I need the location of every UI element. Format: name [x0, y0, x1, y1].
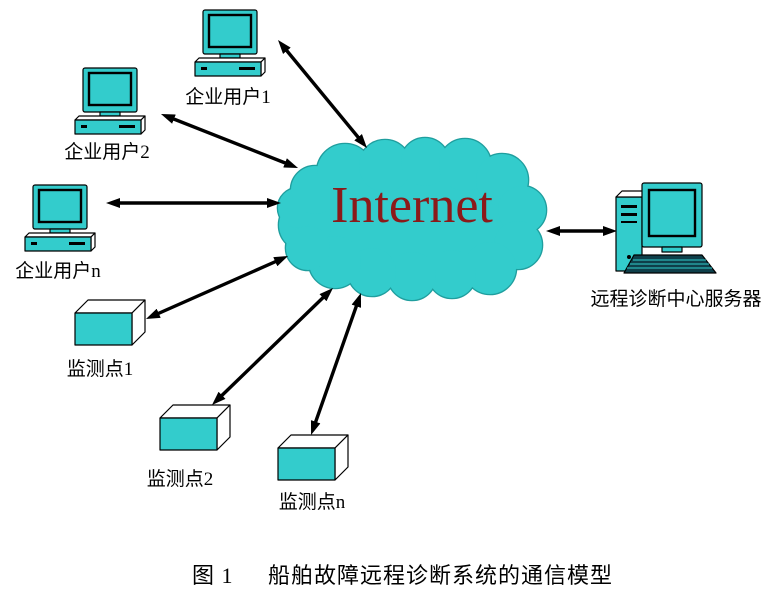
server-monitor-screen — [647, 188, 697, 238]
link-arrow-enterprise-user-2 — [160, 113, 299, 169]
monitoring-point-1-label: 监测点1 — [67, 358, 134, 380]
monitoring-point-1: 监测点1 — [67, 299, 146, 380]
desktop-computer-icon — [193, 8, 267, 78]
cloud-puff — [498, 186, 546, 234]
diagnosis-center-server: 远程诊断中心服务器 — [590, 182, 762, 310]
server-workstation-icon — [615, 182, 717, 274]
sensor-box-icon — [159, 404, 231, 451]
tower-drive-slot — [621, 213, 637, 216]
link-arrow-monitoring-point-2 — [211, 287, 334, 406]
tower-drive-slot — [621, 205, 637, 208]
monitoring-point-2-label: 监测点2 — [147, 468, 214, 490]
internet-label: Internet — [331, 177, 493, 234]
cloud-puff — [388, 252, 436, 300]
figure-caption: 图 1 船舶故障远程诊断系统的通信模型 — [192, 563, 613, 588]
figure-title: 船舶故障远程诊断系统的通信模型 — [268, 563, 613, 588]
links — [106, 40, 617, 435]
internet-cloud-icon — [276, 136, 548, 302]
keyboard-keys — [627, 259, 712, 269]
cloud-puff — [286, 226, 330, 270]
link-arrow-monitoring-point-1 — [145, 256, 289, 319]
enterprise-user-2: 企业用户2 — [64, 66, 150, 163]
monitoring-point-n-label: 监测点n — [279, 491, 346, 513]
cloud-puff — [317, 144, 373, 200]
cloud-puff — [401, 138, 449, 186]
figure-number: 图 1 — [192, 563, 234, 588]
enterprise-user-1-label: 企业用户1 — [185, 86, 271, 108]
tower-drive-slot — [621, 221, 637, 223]
cloud-body — [278, 138, 546, 300]
monitoring-point-2: 监测点2 — [147, 404, 231, 490]
desktop-computer-icon — [73, 66, 147, 136]
enterprise-user-2-label: 企业用户2 — [64, 141, 150, 163]
enterprise-user-1: 企业用户1 — [185, 8, 271, 108]
cloud-puff — [464, 242, 516, 294]
cloud-puff — [428, 250, 476, 298]
cloud-puff — [359, 140, 411, 192]
power-button-icon — [627, 255, 631, 259]
sensor-box-icon — [277, 434, 349, 481]
monitoring-point-n: 监测点n — [277, 434, 349, 513]
enterprise-user-n-label: 企业用户n — [15, 260, 101, 282]
enterprise-user-n: 企业用户n — [15, 183, 101, 282]
link-arrow-enterprise-user-1 — [278, 40, 367, 148]
server-monitor-stand — [661, 246, 683, 253]
link-arrow-monitoring-point-n — [310, 293, 362, 435]
sensor-box-icon — [74, 299, 146, 346]
desktop-computer-icon — [23, 183, 97, 253]
server-label: 远程诊断中心服务器 — [590, 288, 761, 310]
